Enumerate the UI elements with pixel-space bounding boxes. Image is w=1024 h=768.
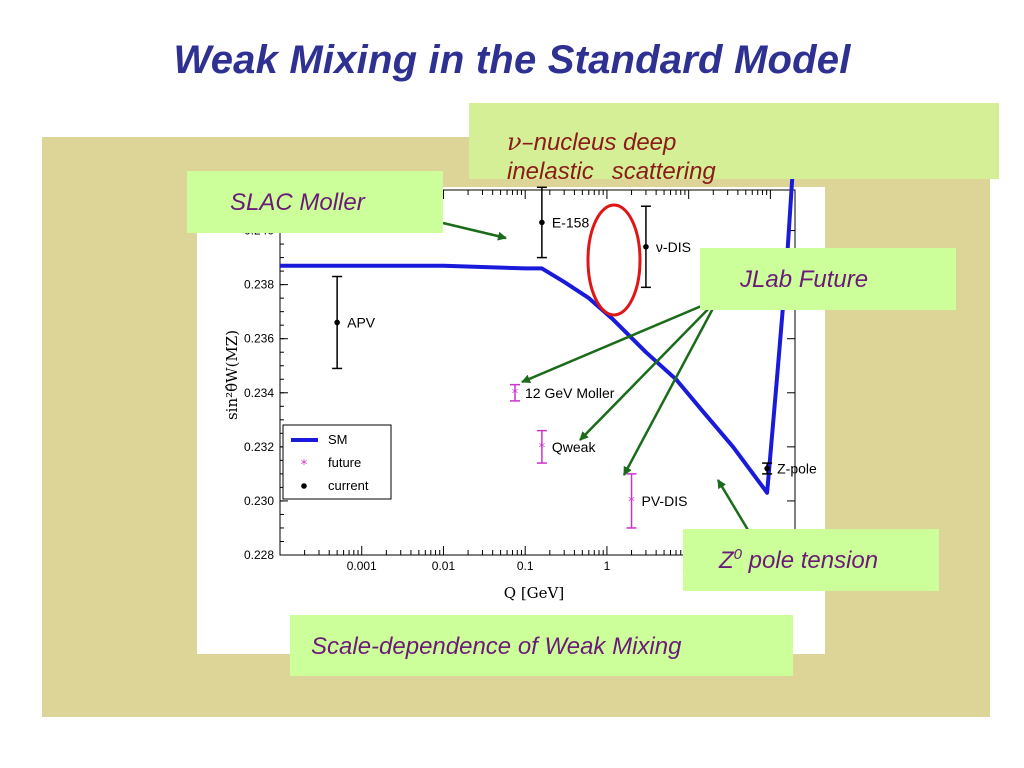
y-axis-title: sin²θ̂W(MZ) bbox=[223, 330, 241, 420]
data-point: E-158 bbox=[536, 186, 590, 259]
annotation-arrows bbox=[442, 221, 753, 536]
point-label: ν-DIS bbox=[656, 239, 691, 255]
y-tick-label: 0.232 bbox=[244, 440, 274, 454]
point-label: Qweak bbox=[552, 439, 597, 455]
data-point: * PV-DIS bbox=[626, 473, 688, 529]
nu-dis-highlight bbox=[586, 203, 642, 317]
data-point: APV bbox=[332, 275, 376, 370]
future-marker: * bbox=[539, 441, 546, 456]
point-label: E-158 bbox=[552, 214, 590, 230]
slide-title: Weak Mixing in the Standard Model bbox=[173, 38, 851, 82]
data-point: * 12 GeV Moller bbox=[509, 383, 615, 402]
x-tick-label: 1 bbox=[604, 559, 611, 573]
data-point: * Qweak bbox=[536, 429, 597, 464]
y-tick-label: 0.236 bbox=[244, 332, 274, 346]
scale-dependence-callout: Scale-dependence of Weak Mixing bbox=[290, 615, 793, 676]
legend-sm-label: SM bbox=[328, 432, 348, 447]
nu-dis-callout-text1: nucleus deep bbox=[533, 129, 677, 156]
y-tick-label: 0.238 bbox=[244, 278, 274, 292]
z0-base-text: Z bbox=[719, 547, 734, 574]
y-tick-label: 0.228 bbox=[244, 548, 274, 562]
nu-dis-callout-line1: ν–nucleus deep bbox=[507, 128, 999, 157]
jlab-future-callout-text: JLab Future bbox=[740, 266, 869, 293]
x-axis-title: Q [GeV] bbox=[504, 584, 564, 602]
data-point: Z-pole bbox=[762, 460, 817, 476]
z0-rest-text: pole tension bbox=[742, 547, 879, 574]
y-tick-label: 0.234 bbox=[244, 386, 274, 400]
legend-future-label: future bbox=[328, 455, 361, 470]
point-label: PV-DIS bbox=[642, 493, 688, 509]
legend-current-label: current bbox=[328, 478, 369, 493]
future-marker: * bbox=[628, 495, 635, 510]
x-tick-label: 0.01 bbox=[432, 559, 456, 573]
jlab-future-callout: JLab Future bbox=[700, 248, 956, 310]
arrow-jlab-to-moller bbox=[521, 297, 719, 384]
legend: SM * future current bbox=[282, 424, 392, 500]
point-label: 12 GeV Moller bbox=[525, 385, 615, 401]
x-tick-label: 0.1 bbox=[517, 559, 534, 573]
legend-future-swatch: * bbox=[301, 458, 308, 473]
arrow-jlab-to-qweak bbox=[579, 298, 719, 441]
z0-pole-callout: Z0 pole tension bbox=[683, 529, 939, 591]
slac-moller-callout-text: SLAC Moller bbox=[230, 189, 365, 216]
arrow-jlab-to-pvdis bbox=[622, 298, 720, 476]
point-label: Z-pole bbox=[777, 460, 817, 476]
nu-symbol: ν– bbox=[507, 128, 534, 156]
nu-dis-callout-line2: inelastic scattering bbox=[507, 158, 716, 185]
arrow-z0-to-zpole bbox=[716, 479, 753, 536]
point-label: APV bbox=[347, 314, 376, 330]
current-marker bbox=[643, 243, 649, 250]
x-tick-label: 0.001 bbox=[347, 559, 377, 573]
plot-frame bbox=[279, 189, 796, 556]
future-marker: * bbox=[512, 387, 519, 402]
slac-moller-callout: SLAC Moller bbox=[187, 171, 443, 233]
data-point: ν-DIS bbox=[640, 205, 691, 289]
y-tick-label: 0.230 bbox=[244, 494, 274, 508]
legend-current-swatch bbox=[301, 483, 307, 489]
z0-superscript: 0 bbox=[733, 546, 743, 563]
nu-dis-callout: ν–nucleus deep inelastic scattering bbox=[469, 103, 999, 185]
arrow-slac-to-e158 bbox=[442, 221, 507, 241]
current-marker bbox=[764, 465, 770, 472]
legend-box bbox=[282, 424, 392, 500]
current-marker bbox=[334, 319, 340, 326]
scale-dependence-callout-text: Scale-dependence of Weak Mixing bbox=[311, 633, 682, 660]
current-marker bbox=[539, 219, 545, 226]
